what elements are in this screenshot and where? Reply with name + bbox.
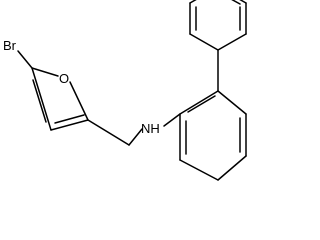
bond-br-c5 (17, 50, 33, 69)
bond-c1-c2 (179, 90, 219, 115)
methylene-linker (87, 119, 143, 146)
bond-c3-c2-inner (54, 114, 85, 124)
bond-c5-c6 (179, 159, 219, 181)
atom-nh-label: NH (141, 121, 160, 136)
bond-ch2-n (128, 128, 143, 146)
bond-p1 (189, 33, 219, 51)
bond-inner-3 (187, 95, 216, 113)
bond-o-c2 (69, 81, 89, 121)
bond-c5-o (31, 67, 59, 77)
bond-p4 (239, 0, 247, 4)
bond-c2-c3 (50, 119, 89, 131)
bond-c4-c5 (217, 155, 247, 181)
atom-o-label: O (59, 71, 69, 86)
bond-c4-c5-inner (32, 79, 47, 123)
bond-n-c1 (163, 113, 181, 127)
bromofuran-ring (17, 50, 89, 131)
bond-c2-ch2 (87, 119, 130, 146)
bond-c3-c4 (31, 67, 52, 131)
aniline-ring (163, 90, 247, 181)
bond-p3 (189, 0, 197, 4)
bond-c2-c3 (217, 90, 247, 115)
atom-br-label: Br (3, 38, 17, 53)
phenyl-ring (189, 0, 247, 92)
bond-p-inner-3 (231, 0, 241, 5)
molecule-structure: Br O NH (3, 0, 247, 181)
bond-p6 (217, 33, 247, 51)
structure-canvas: Br O NH (3, 0, 247, 181)
